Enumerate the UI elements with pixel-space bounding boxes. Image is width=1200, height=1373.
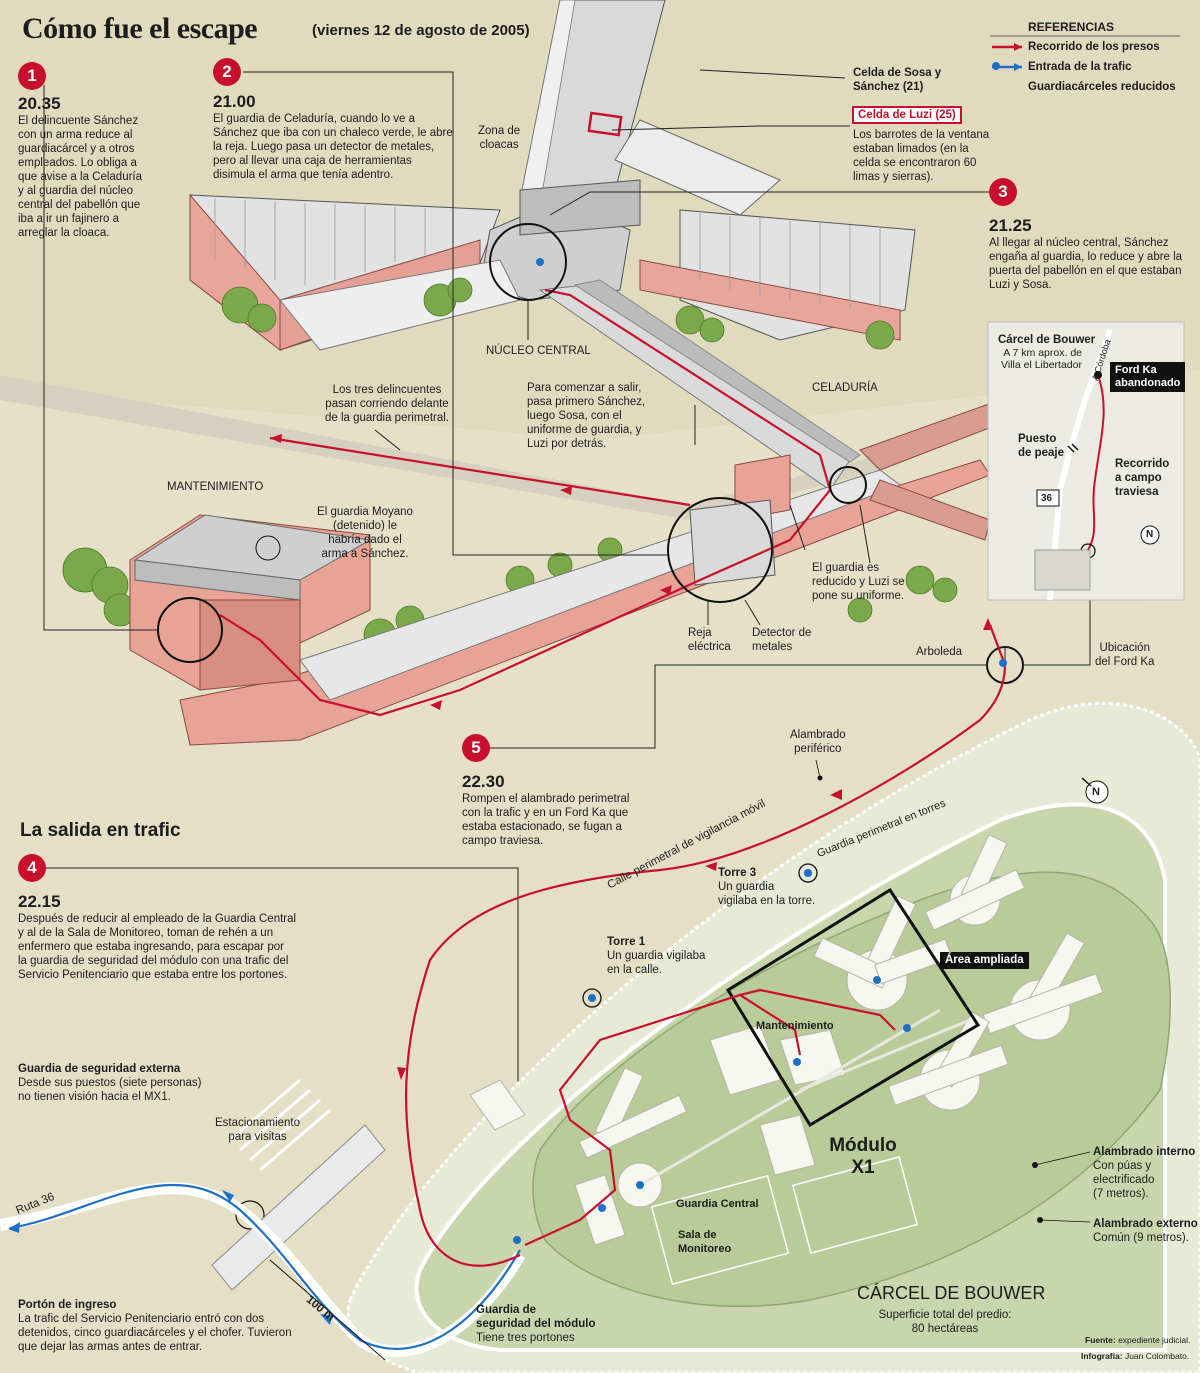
- section-salida: La salida en trafic: [20, 820, 181, 841]
- page-date: (viernes 12 de agosto de 2005): [312, 22, 530, 39]
- label-porton-title: Portón de ingreso: [18, 1299, 117, 1311]
- label-celda-luzi: Celda de Luzi (25): [852, 106, 962, 124]
- step-5-badge: 5: [462, 734, 490, 762]
- step-3-time: 21.25: [989, 216, 1032, 235]
- scale-100m: [269, 1259, 386, 1361]
- label-superficie: Superficie total del predio:80 hectáreas: [878, 1309, 1012, 1335]
- label-guardia-externa-text: Desde sus puestos (siete personas)no tie…: [18, 1077, 202, 1103]
- label-mantenimiento: MANTENIMIENTO: [167, 481, 264, 493]
- label-carcel-title: CÁRCEL DE BOUWER: [857, 1283, 1046, 1303]
- inset-ruta: 36: [1041, 493, 1053, 504]
- label-guardia-externa-title: Guardia de seguridad externa: [18, 1063, 181, 1075]
- escape-path-arrows: [270, 434, 672, 710]
- map-north: N: [1092, 786, 1100, 798]
- label-alambrado-externo-text: Común (9 metros).: [1093, 1232, 1189, 1244]
- label-celaduria: CELADURÍA: [812, 382, 878, 394]
- fence-marker-lines: [815, 759, 1091, 1223]
- page-title: Cómo fue el escape: [22, 12, 258, 45]
- escape-path-bottom: [404, 624, 1007, 1267]
- guard-rings: [582, 863, 818, 1008]
- label-area-ampliada: Área ampliada: [940, 952, 1029, 969]
- trafic-entry-path: [9, 1183, 521, 1350]
- step-4-badge: 4: [18, 854, 46, 882]
- guard-dots: [513, 62, 1007, 1244]
- label-fuente: Fuente: expediente judicial.: [1085, 1335, 1191, 1345]
- access-roads: [0, 1078, 526, 1358]
- legend-item-trafic: Entrada de la trafic: [1028, 61, 1132, 73]
- step-2-time: 21.00: [213, 92, 256, 111]
- step-5-time: 22.30: [462, 772, 505, 791]
- step-3-badge: 3: [989, 178, 1017, 206]
- label-para-comenzar: Para comenzar a salir,pasa primero Sánch…: [527, 382, 646, 450]
- legend-title: REFERENCIAS: [1028, 20, 1115, 34]
- legend-item-guards: Guardiacárceles reducidos: [1028, 81, 1176, 93]
- inset-north: N: [1146, 529, 1154, 540]
- label-nucleo-central: NÚCLEO CENTRAL: [486, 345, 591, 357]
- label-torre1-title: Torre 1: [607, 936, 646, 948]
- trees: [62, 277, 958, 652]
- label-alambrado-externo-title: Alambrado externo: [1093, 1218, 1198, 1230]
- label-mantenimiento-mapa: Mantenimiento: [756, 1020, 834, 1032]
- label-guardia-central: Guardia Central: [676, 1198, 759, 1210]
- escape-path-bottom-arrows: [397, 618, 993, 1080]
- trafic-entry-arrows: [8, 1190, 332, 1325]
- step-1-time: 20.35: [18, 94, 61, 113]
- step-1-badge: 1: [18, 62, 46, 90]
- prison-complex-plan: [346, 702, 1200, 1373]
- step-2-badge: 2: [213, 58, 241, 86]
- legend-swatches: [990, 35, 1180, 71]
- label-porton-text: La trafic del Servicio Penitenciario ent…: [18, 1313, 292, 1353]
- escape-path-top: [219, 288, 832, 717]
- prison-pavilions: [0, 0, 916, 520]
- label-infografia: Infografía: Juan Colombato.: [1081, 1351, 1190, 1361]
- step-4-time: 22.15: [18, 892, 61, 911]
- label-guardia-modulo-text: Tiene tres portones: [476, 1332, 575, 1344]
- label-arboleda: Arboleda: [916, 646, 963, 658]
- legend-item-route: Recorrido de los presos: [1028, 41, 1160, 53]
- label-torre3-title: Torre 3: [718, 867, 757, 879]
- step-4-text: Después de reducir al empleado de la Gua…: [18, 913, 297, 981]
- celaduria-mantenimiento-zone: [129, 399, 1011, 746]
- inset-map: [987, 321, 1185, 601]
- label-alambrado-interno-title: Alambrado interno: [1093, 1146, 1196, 1158]
- map-north-arrow: [1081, 777, 1109, 804]
- inset-carcel: Cárcel de Bouwer: [998, 334, 1096, 346]
